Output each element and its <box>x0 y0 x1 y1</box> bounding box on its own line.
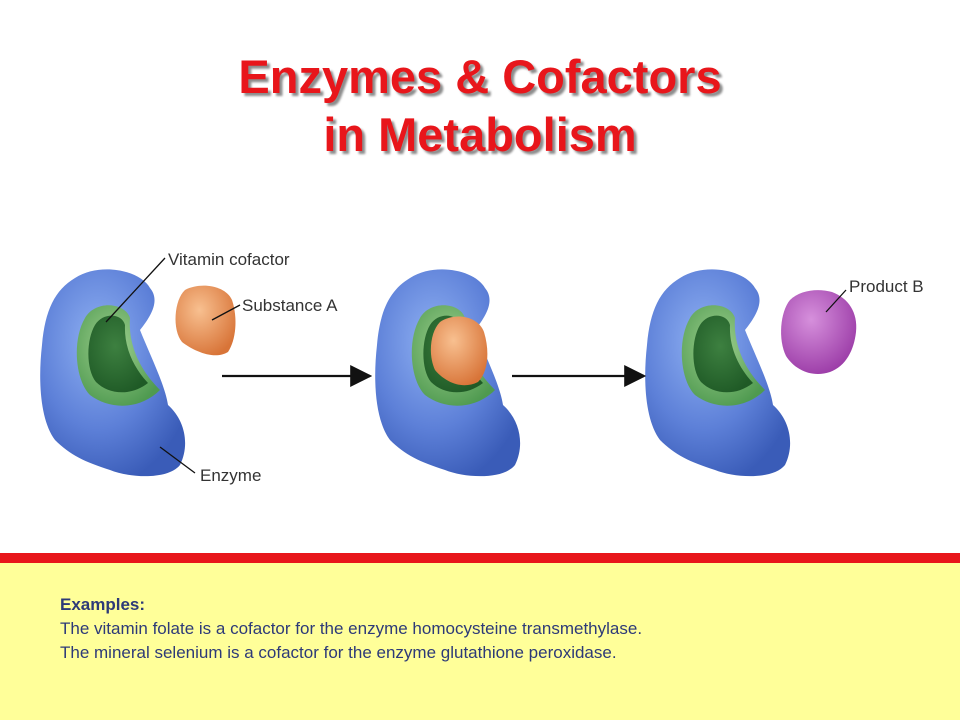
label-substance-a: Substance A <box>242 296 338 315</box>
slide-title: Enzymes & Cofactors in Metabolism <box>0 48 960 164</box>
label-enzyme: Enzyme <box>200 466 261 485</box>
title-line-1: Enzymes & Cofactors <box>238 50 722 103</box>
cofactor-inner-3 <box>693 315 753 393</box>
label-product-b: Product B <box>849 277 924 296</box>
substance-a-bound <box>430 316 488 386</box>
substance-a-shape <box>175 285 236 356</box>
divider-bar <box>0 553 960 563</box>
leader-vitamin-cofactor <box>105 257 166 323</box>
product-b-shape <box>781 290 857 375</box>
title-line-2: in Metabolism <box>323 108 637 161</box>
leader-enzyme <box>159 446 196 474</box>
examples-heading: Examples: <box>60 595 146 614</box>
example-line-2: The mineral selenium is a cofactor for t… <box>60 643 617 662</box>
leader-product-b <box>825 289 847 313</box>
examples-panel: Examples: The vitamin folate is a cofact… <box>0 563 960 720</box>
enzyme-group-2 <box>375 269 521 477</box>
enzyme-cofactor-diagram: Vitamin cofactor Substance A Enzyme Prod… <box>40 250 924 485</box>
enzyme-group-3 <box>645 269 791 477</box>
examples-text: Examples: The vitamin folate is a cofact… <box>60 593 940 665</box>
enzyme-group-1 <box>40 269 186 477</box>
cofactor-inner-1 <box>88 315 148 393</box>
example-line-1: The vitamin folate is a cofactor for the… <box>60 619 643 638</box>
label-vitamin-cofactor: Vitamin cofactor <box>168 250 290 269</box>
leader-substance-a <box>211 304 241 321</box>
